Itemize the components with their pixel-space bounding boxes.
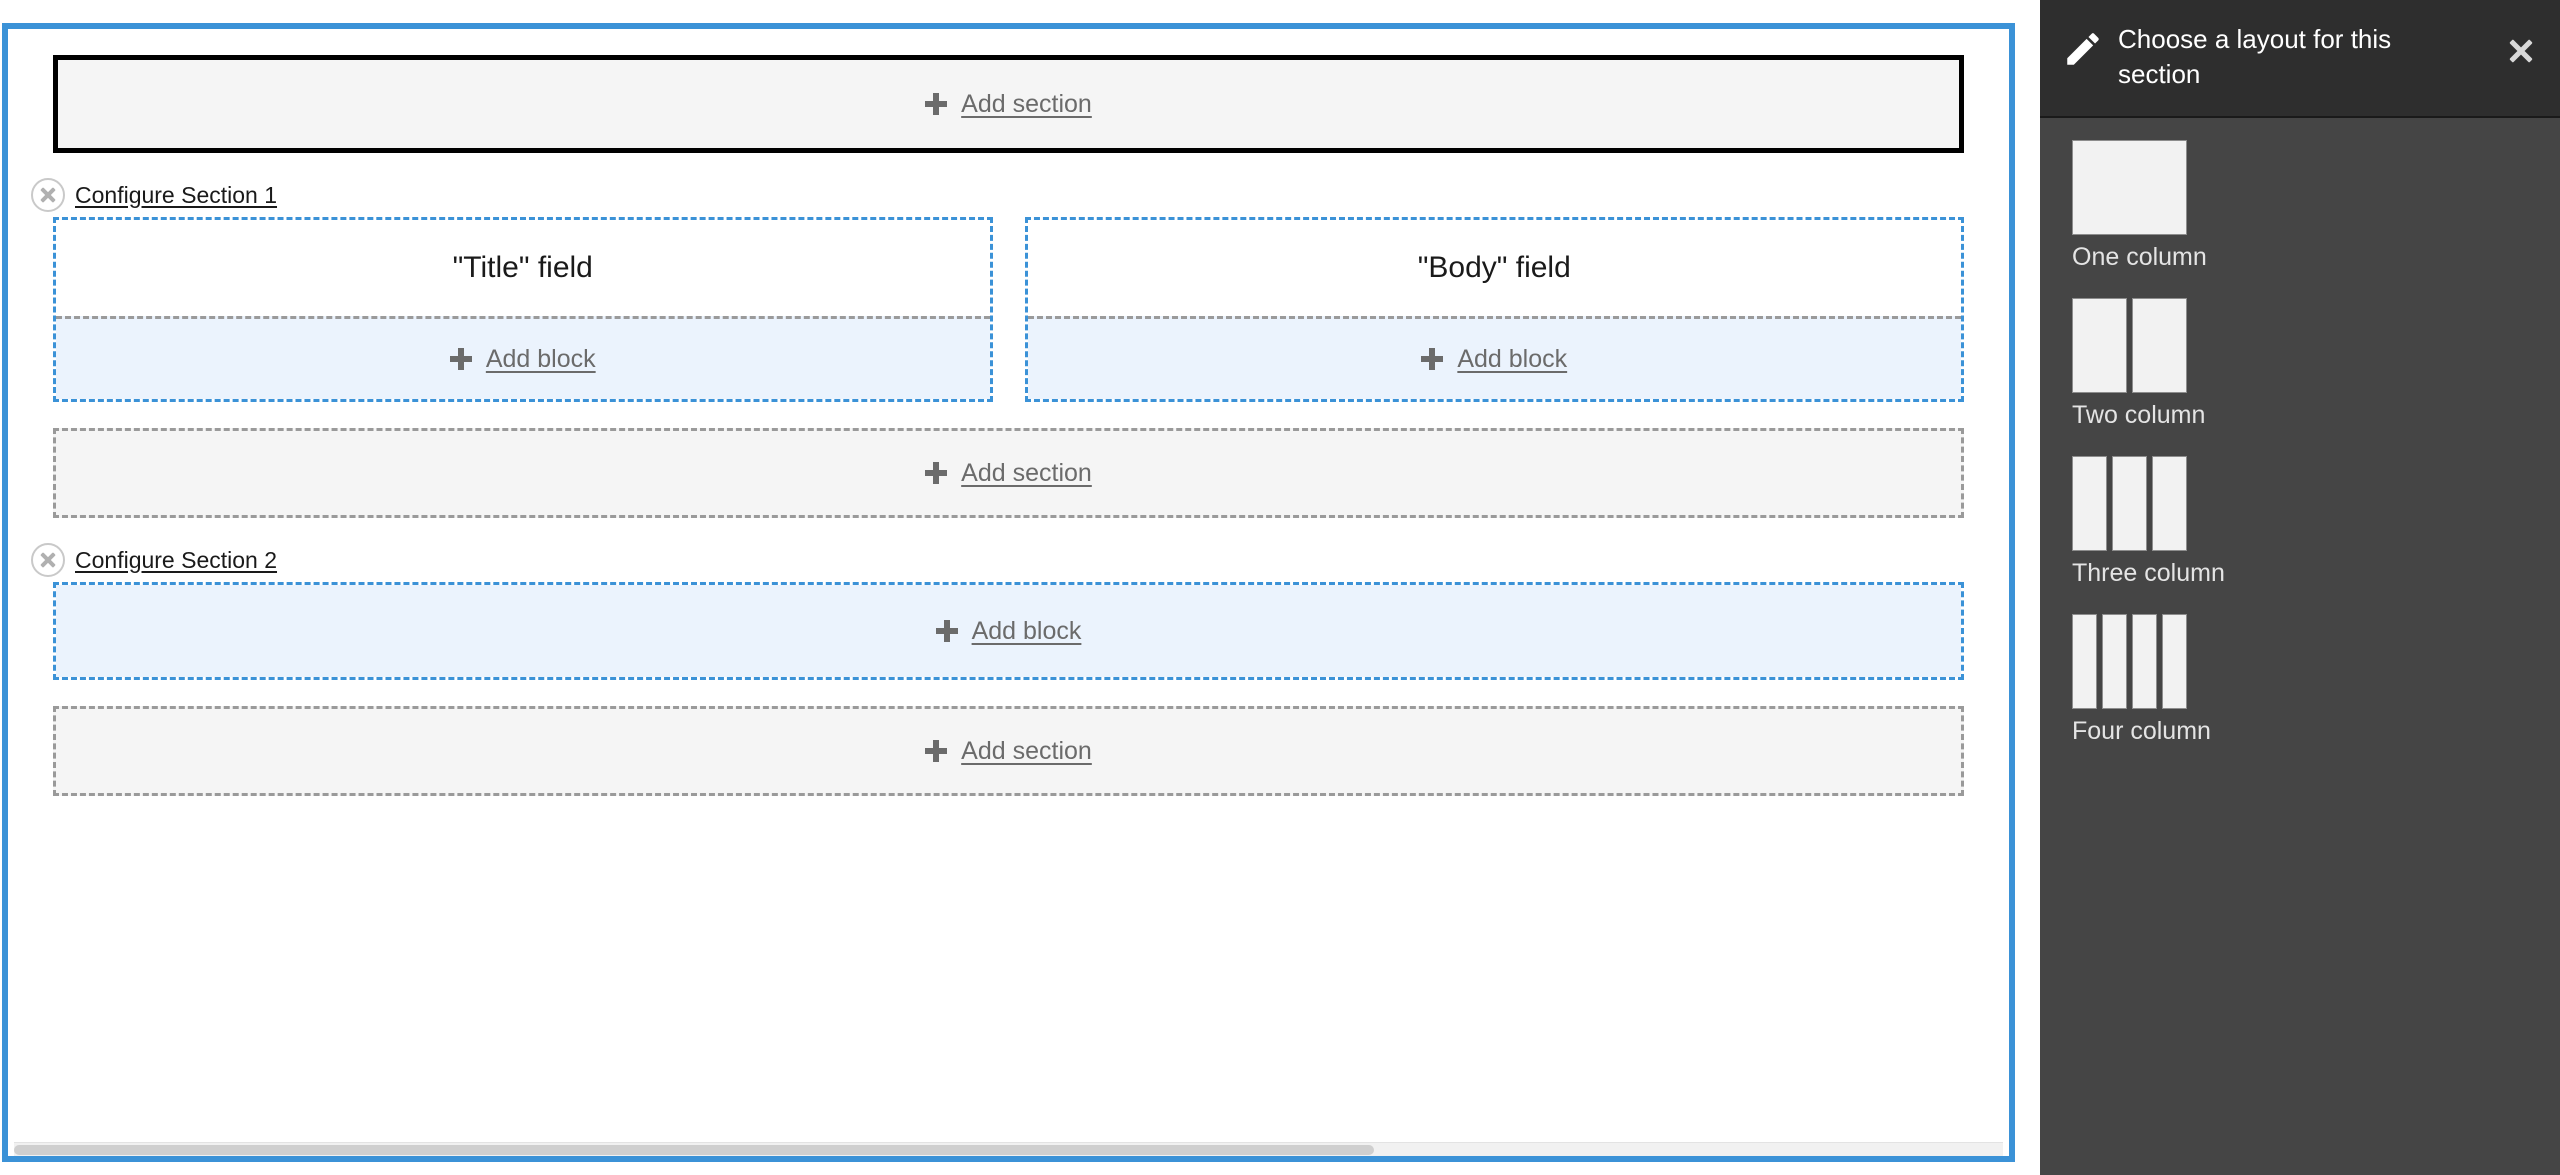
offcanvas-tray: Choose a layout for this section One col… [2040,0,2560,1175]
region-field-label-body: "Body" field [1417,251,1571,284]
tray-header: Choose a layout for this section [2040,0,2560,118]
layout-builder-canvas: Add section Configure Section 1 "Title" … [2,23,2015,1162]
three-column-thumbnail-icon [2072,456,2187,551]
add-section-button-bottom[interactable]: Add section [53,706,1964,796]
layout-option-two-column[interactable]: Two column [2072,298,2560,428]
region-content[interactable]: Add block [53,582,1964,680]
region-second[interactable]: "Body" field Add block [1024,217,1964,402]
canvas-horizontal-scrollbar[interactable] [14,1142,2003,1156]
layout-option-list: One column Two column Three column Four … [2040,118,2560,744]
add-block-button-second[interactable]: Add block [1027,316,1961,399]
section-body-2: Add block [53,582,1964,680]
add-block-label: Add block [1457,344,1568,373]
layout-builder-content: Add section Configure Section 1 "Title" … [8,29,2009,1156]
layout-option-label: Three column [2072,559,2225,587]
plus-icon [449,348,472,370]
section-header-1: Configure Section 1 [31,175,1964,215]
one-column-thumbnail-icon [2072,140,2187,235]
layout-option-four-column[interactable]: Four column [2072,614,2560,744]
plus-icon [1421,348,1444,370]
plus-icon [925,462,948,484]
configure-section-link-1[interactable]: Configure Section 1 [75,181,278,208]
layout-option-three-column[interactable]: Three column [2072,456,2560,586]
plus-icon [925,93,948,115]
layout-option-label: Two column [2072,401,2206,429]
plus-icon [925,740,948,762]
scrollbar-thumb[interactable] [14,1145,1374,1155]
add-block-label: Add block [485,344,596,373]
region-first[interactable]: "Title" field Add block [53,217,993,402]
add-block-label: Add block [971,616,1082,645]
add-block-button-content[interactable]: Add block [56,585,1961,677]
plus-icon [935,620,958,642]
close-circle-icon[interactable] [31,543,65,577]
close-circle-icon[interactable] [31,178,65,212]
configure-section-link-2[interactable]: Configure Section 2 [75,546,278,573]
tray-title: Choose a layout for this section [2118,24,2392,89]
layout-option-label: Four column [2072,717,2211,745]
add-block-button-first[interactable]: Add block [56,316,990,399]
add-section-button-top[interactable]: Add section [53,55,1964,153]
layout-option-label: One column [2072,243,2207,271]
region-field-label-title: "Title" field [452,251,593,284]
add-section-button-middle[interactable]: Add section [53,428,1964,518]
add-section-label: Add section [961,736,1092,765]
section-body-1: "Title" field Add block "Body" field Add… [53,217,1964,402]
two-column-thumbnail-icon [2072,298,2187,393]
add-section-label: Add section [961,458,1092,487]
four-column-thumbnail-icon [2072,614,2187,709]
pencil-icon [2067,33,2099,65]
close-icon[interactable] [2504,34,2538,68]
layout-option-one-column[interactable]: One column [2072,140,2560,270]
section-header-2: Configure Section 2 [31,540,1964,580]
add-section-label: Add section [961,89,1092,118]
